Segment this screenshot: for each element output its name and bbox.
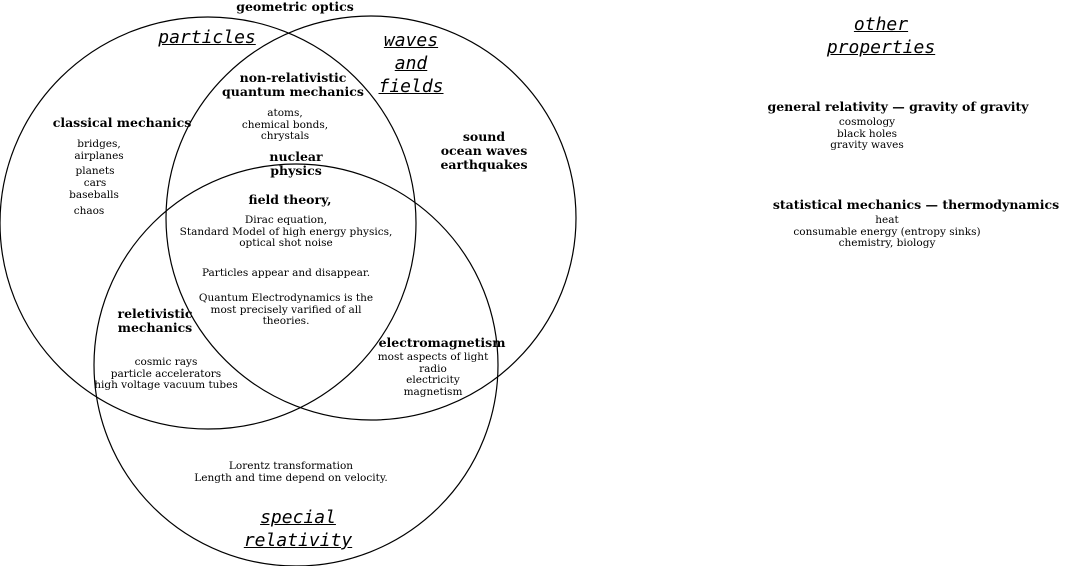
nuclear-physics-heading-line: physics: [270, 163, 322, 178]
waves-fields-circle: [165, 15, 577, 421]
classical-mechanics-item: airplanes: [74, 150, 124, 162]
sound-heading-line: ocean waves: [440, 143, 528, 158]
relativistic-mechanics-item: high voltage vacuum tubes: [94, 379, 238, 391]
field-theory-qed-note: Quantum Electrodynamics is the most prec…: [198, 292, 374, 328]
classical-mechanics-item: baseballs: [69, 189, 119, 201]
general-relativity-item: cosmology: [838, 116, 896, 128]
electromagnetism-item: most aspects of light: [377, 351, 489, 363]
statistical-mechanics-item: heat: [875, 214, 899, 226]
electromagnetism-item: radio: [419, 362, 447, 375]
waves-fields-title-line: fields: [378, 76, 444, 97]
quantum-mechanics-item: atoms,: [267, 107, 303, 119]
field-theory-heading: field theory,: [248, 192, 332, 207]
lorentz-items: Lorentz transformation Length and time d…: [194, 460, 388, 484]
field-theory-qed-line: theories.: [262, 315, 310, 327]
electromagnetism-items: most aspects of light radio electricity …: [377, 351, 489, 398]
relativistic-mechanics-heading: reletivistic mechanics: [118, 307, 193, 335]
statistical-mechanics-items: heat consumable energy (entropy sinks) c…: [793, 214, 981, 250]
field-theory-item: optical shot noise: [239, 237, 333, 249]
general-relativity-heading: general relativity — gravity of gravity: [767, 99, 1029, 114]
classical-mechanics-item: chaos: [73, 205, 105, 217]
relativistic-mechanics-item: particle accelerators: [110, 367, 222, 380]
nuclear-physics-heading-line: nuclear: [269, 149, 323, 164]
general-relativity-item: black holes: [837, 127, 897, 140]
classical-mechanics-heading: classical mechanics: [52, 115, 192, 130]
sound-heading-line: sound: [462, 129, 506, 144]
field-theory-qed-line: most precisely varified of all: [210, 303, 362, 316]
classical-mechanics-item: planets: [75, 165, 115, 177]
quantum-mechanics-item: chrystals: [260, 130, 310, 142]
electromagnetism-item: electricity: [406, 374, 460, 386]
lorentz-item: Length and time depend on velocity.: [194, 471, 388, 484]
geometric-optics-label: geometric optics: [236, 0, 354, 14]
relativistic-mechanics-heading-line: reletivistic: [117, 306, 193, 321]
quantum-mechanics-heading: non-relativistic quantum mechanics: [222, 71, 364, 99]
lorentz-item: Lorentz transformation: [228, 460, 354, 472]
field-theory-item: Dirac equation,: [244, 214, 328, 226]
quantum-mechanics-item: chemical bonds,: [241, 118, 329, 131]
quantum-mechanics-heading-line: non-relativistic: [239, 70, 347, 85]
other-properties-title-line: properties: [826, 37, 936, 58]
nuclear-physics-heading: nuclear physics: [269, 150, 322, 178]
statistical-mechanics-item: chemistry, biology: [838, 237, 936, 249]
waves-fields-title-line: and: [394, 53, 428, 74]
general-relativity-item: gravity waves: [830, 139, 904, 151]
statistical-mechanics-heading: statistical mechanics — thermodynamics: [772, 197, 1060, 212]
special-relativity-circle: [93, 163, 499, 566]
relativistic-mechanics-heading-line: mechanics: [117, 320, 193, 335]
field-theory-qed-line: Quantum Electrodynamics is the: [198, 292, 374, 304]
particles-circle: [0, 16, 417, 430]
special-relativity-title-line: special: [260, 507, 336, 528]
waves-fields-title: waves and fields: [378, 29, 443, 98]
other-properties-title: other properties: [827, 13, 935, 59]
particles-title: particles: [158, 27, 256, 48]
relativistic-mechanics-item: cosmic rays: [134, 356, 198, 368]
quantum-mechanics-heading-line: quantum mechanics: [222, 84, 364, 99]
sound-heading: sound ocean waves earthquakes: [440, 130, 527, 172]
special-relativity-title-line: relativity: [243, 530, 353, 551]
waves-fields-title-line: waves: [383, 30, 439, 51]
field-theory-item: Standard Model of high energy physics,: [179, 225, 393, 238]
statistical-mechanics-item: consumable energy (entropy sinks): [793, 225, 981, 238]
quantum-mechanics-items: atoms, chemical bonds, chrystals: [241, 107, 329, 143]
other-properties-title-line: other: [853, 14, 909, 35]
field-theory-note: Particles appear and disappear.: [201, 267, 371, 279]
special-relativity-title: special relativity: [244, 506, 352, 552]
relativistic-mechanics-items: cosmic rays particle accelerators high v…: [94, 356, 238, 392]
electromagnetism-item: magnetism: [403, 385, 463, 398]
sound-heading-line: earthquakes: [440, 157, 528, 172]
classical-mechanics-item: cars: [83, 177, 107, 189]
field-theory-items: Dirac equation, Standard Model of high e…: [179, 214, 393, 250]
general-relativity-items: cosmology black holes gravity waves: [830, 116, 904, 152]
electromagnetism-heading: electromagnetism: [378, 335, 506, 350]
classical-mechanics-item: bridges,: [77, 138, 121, 150]
